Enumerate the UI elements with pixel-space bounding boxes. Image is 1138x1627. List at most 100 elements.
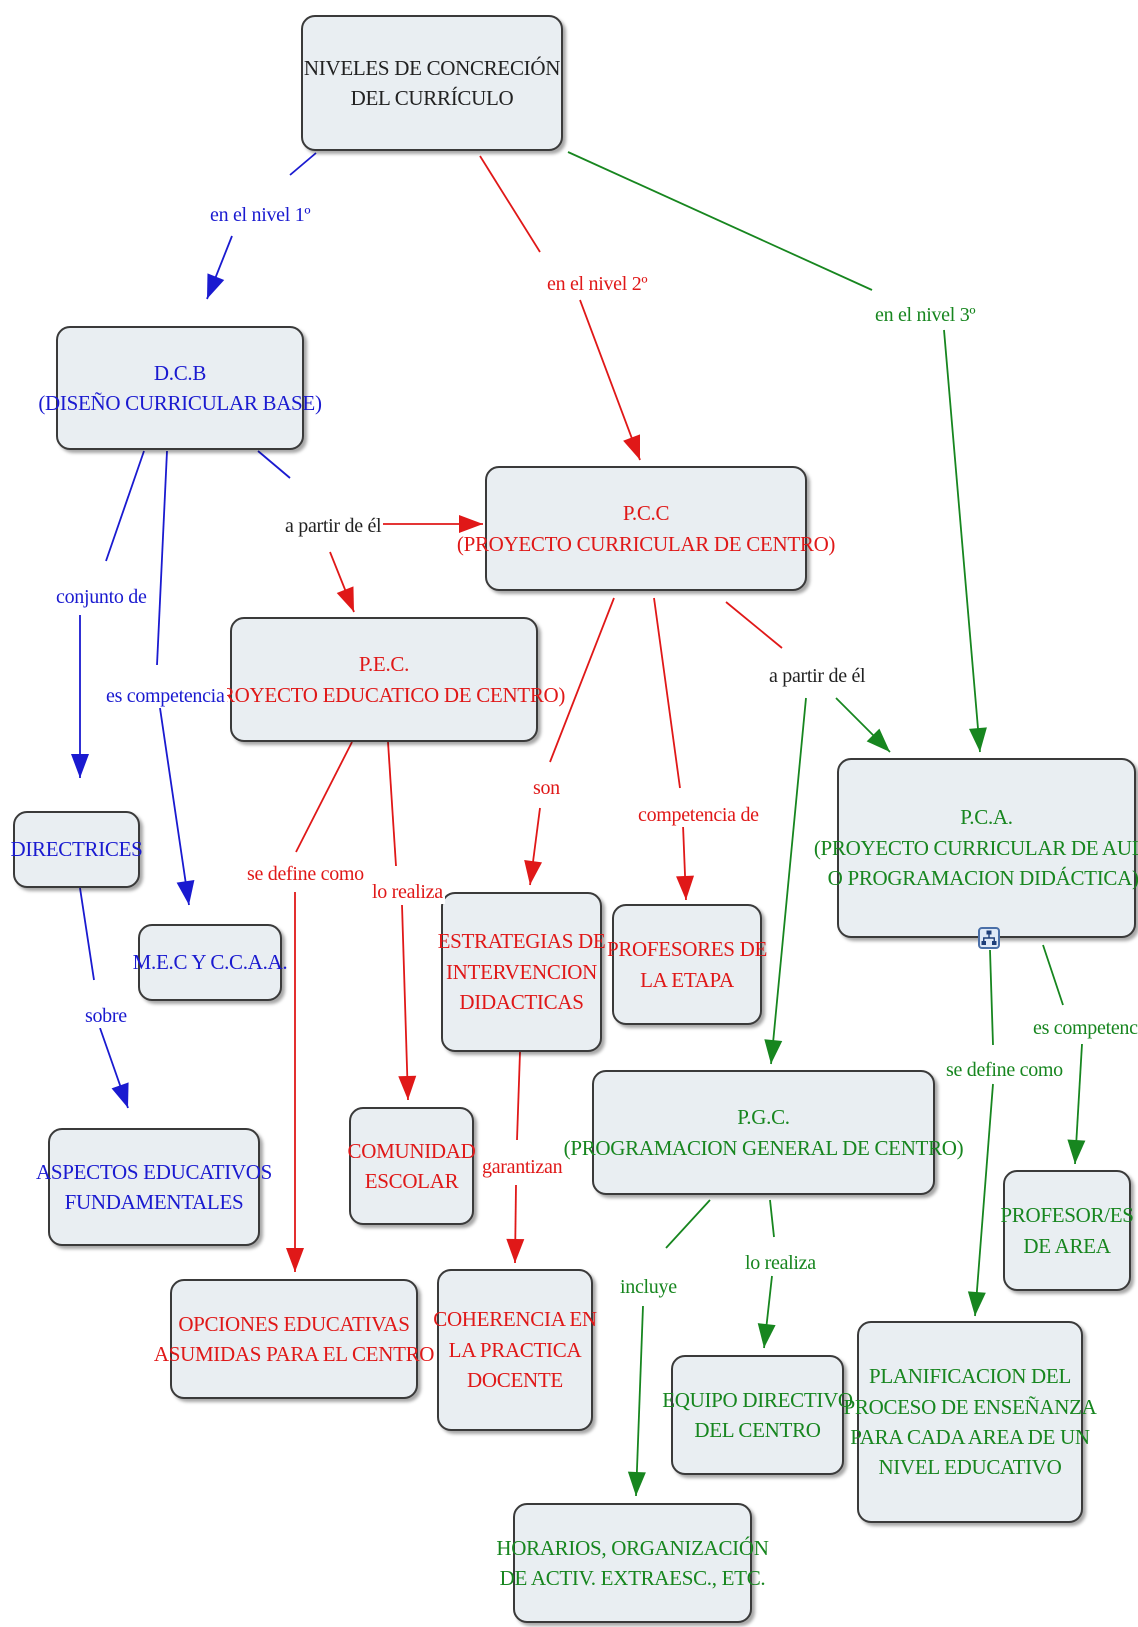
submap-glyph <box>981 930 997 945</box>
link-realiza-pec-b <box>401 904 409 1101</box>
link-label-es-competencia-dcb: es competencia <box>104 684 227 708</box>
node-text-line: (DISEÑO CURRICULAR BASE) <box>38 391 322 415</box>
node-text-line: (PROYECTO EDUCATICO DE CENTRO) <box>202 682 566 707</box>
node-text-line: DEL CENTRO <box>694 1418 821 1442</box>
link-label-nivel1: en el nivel 1º <box>208 203 313 227</box>
node-aspectos[interactable]: ASPECTOS EDUCATIVOS FUNDAMENTALES <box>36 1128 272 1246</box>
node-text-line: PROFESOR/ES <box>1000 1203 1134 1228</box>
link-pcc-partir-a <box>725 601 783 649</box>
link-label-realiza-pec: lo realiza <box>370 880 445 904</box>
concept-submap-icon[interactable] <box>978 927 1000 949</box>
link-label-conjunto: conjunto de <box>54 585 149 609</box>
node-text-line: DE ACTIV. EXTRAESC., ETC. <box>499 1566 766 1590</box>
link-pcc-partir-pgc-arrowhead <box>764 1039 783 1064</box>
node-text-line: COMUNIDAD <box>347 1138 476 1163</box>
node-text-line: COHERENCIA EN <box>433 1307 597 1332</box>
node-text-line: DIDACTICAS <box>459 990 584 1015</box>
link-nivel1-a <box>289 152 317 176</box>
link-label-competencia-de: competencia de <box>636 803 761 827</box>
node-text-line: EQUIPO DIRECTIVO <box>662 1387 853 1412</box>
link-garantizan-b-arrowhead <box>506 1238 525 1263</box>
link-dcb-partir-a <box>257 450 291 479</box>
node-text-line: PROCESO DE ENSEÑANZA <box>843 1394 1097 1419</box>
link-nivel1-b-arrowhead <box>207 273 225 299</box>
node-horarios[interactable]: HORARIOS, ORGANIZACIÓN DE ACTIV. EXTRAESC… <box>496 1503 769 1623</box>
node-text-line: (PROYECTO CURRICULAR DE AULA <box>813 835 1138 860</box>
node-text-line: NIVEL EDUCATIVO <box>878 1455 1062 1480</box>
link-sobre-a <box>79 887 95 981</box>
node-text-line: DEL CURRÍCULO <box>350 86 514 110</box>
link-dcb-partir-pec-arrowhead <box>336 586 354 612</box>
link-nivel2-b <box>579 299 641 461</box>
link-dcb-partir-pcc-arrowhead <box>459 515 483 533</box>
node-text-line: P.C.C <box>622 501 670 526</box>
link-define-pec-a <box>295 741 353 853</box>
link-label-garantizan: garantizan <box>480 1155 565 1179</box>
link-nivel3-b-arrowhead <box>968 727 987 752</box>
link-es-competencia-dcb-a <box>156 450 168 666</box>
node-profesores-etapa[interactable]: PROFESORES DE LA ETAPA <box>607 904 767 1025</box>
node-text-line: P.E.C. <box>358 652 410 677</box>
link-realiza-pec-b-arrowhead <box>398 1075 417 1100</box>
node-text-line: LA PRACTICA <box>448 1337 582 1362</box>
node-text-line: O PROGRAMACION DIDÁCTICA)) <box>827 866 1138 891</box>
link-son-a <box>549 597 615 763</box>
node-pca[interactable]: P.C.A. (PROYECTO CURRICULAR DE AULA O PROG… <box>814 758 1138 938</box>
node-text-line: D.C.B <box>153 360 207 385</box>
link-conjunto-a <box>105 450 145 562</box>
node-text-line: ASPECTOS EDUCATIVOS <box>35 1159 273 1184</box>
node-equipo[interactable]: EQUIPO DIRECTIVO DEL CENTRO <box>662 1355 853 1475</box>
node-text-line: ESCOLAR <box>364 1169 459 1193</box>
link-sobre-b-arrowhead <box>111 1082 129 1108</box>
link-conjunto-b-arrowhead <box>71 754 89 778</box>
link-label-nivel2: en el nivel 2º <box>545 272 650 296</box>
node-pgc[interactable]: P.G.C.(PROGRAMACION GENERAL DE CENTRO) <box>564 1070 964 1195</box>
link-realiza-pgc-a <box>769 1199 775 1238</box>
link-es-competencia-dcb-b <box>159 707 190 906</box>
link-label-define-pca: se define como <box>944 1058 1065 1082</box>
node-text-line: PLANIFICACION DEL <box>869 1364 1071 1389</box>
node-text-line: OPCIONES EDUCATIVAS <box>178 1311 410 1336</box>
link-label-es-competencia-pca: es competencia <box>1031 1016 1138 1040</box>
node-dcb[interactable]: D.C.B (DISEÑO CURRICULAR BASE) <box>38 326 322 450</box>
link-pcc-partir-pca-arrowhead <box>866 728 890 752</box>
node-text-line: P.C.A. <box>960 805 1013 830</box>
node-text-line: P.G.C. <box>737 1105 790 1130</box>
link-label-son: son <box>531 776 562 800</box>
node-mec[interactable]: M.E.C Y C.C.A.A. <box>133 924 288 1001</box>
node-text-line: PROFESORES DE <box>606 937 768 962</box>
link-es-competencia-dcb-b-arrowhead <box>176 879 195 905</box>
link-label-nivel3: en el nivel 3º <box>873 303 978 327</box>
link-son-b-arrowhead <box>524 860 543 885</box>
link-nivel3-b <box>943 329 981 753</box>
link-define-pec-b-arrowhead <box>286 1248 304 1272</box>
node-directrices[interactable]: DIRECTRICES <box>10 811 143 888</box>
node-pec[interactable]: P.E.C. (PROYECTO EDUCATICO DE CENTRO) <box>203 617 565 742</box>
link-define-pca-b-arrowhead <box>967 1291 986 1316</box>
node-text-line: HORARIOS, ORGANIZACIÓN <box>496 1535 769 1560</box>
link-pcc-partir-pgc <box>770 697 807 1065</box>
node-text-line: ESTRATEGIAS DE <box>437 929 606 954</box>
node-text-line: FUNDAMENTALES <box>64 1190 244 1214</box>
link-label-define-pec: se define como <box>245 862 366 886</box>
link-realiza-pec-a <box>387 741 397 867</box>
link-incluye-a <box>665 1199 711 1249</box>
node-text-line: ASUMIDAS PARA EL CENTRO <box>153 1342 435 1366</box>
link-garantizan-a <box>516 1051 521 1141</box>
link-competencia-de-a <box>653 597 681 789</box>
node-text-line: DIRECTRICES <box>10 837 143 862</box>
node-opciones[interactable]: OPCIONES EDUCATIVAS ASUMIDAS PARA EL CENT… <box>154 1279 434 1399</box>
node-text-line: (PROYECTO CURRICULAR DE CENTRO) <box>456 531 836 556</box>
node-pcc[interactable]: P.C.C (PROYECTO CURRICULAR DE CENTRO) <box>457 466 835 591</box>
link-nivel2-b-arrowhead <box>623 434 640 460</box>
node-comunidad[interactable]: COMUNIDAD ESCOLAR <box>347 1107 476 1225</box>
node-text-line: LA ETAPA <box>640 967 734 992</box>
link-es-competencia-pca-b-arrowhead <box>1067 1139 1086 1164</box>
